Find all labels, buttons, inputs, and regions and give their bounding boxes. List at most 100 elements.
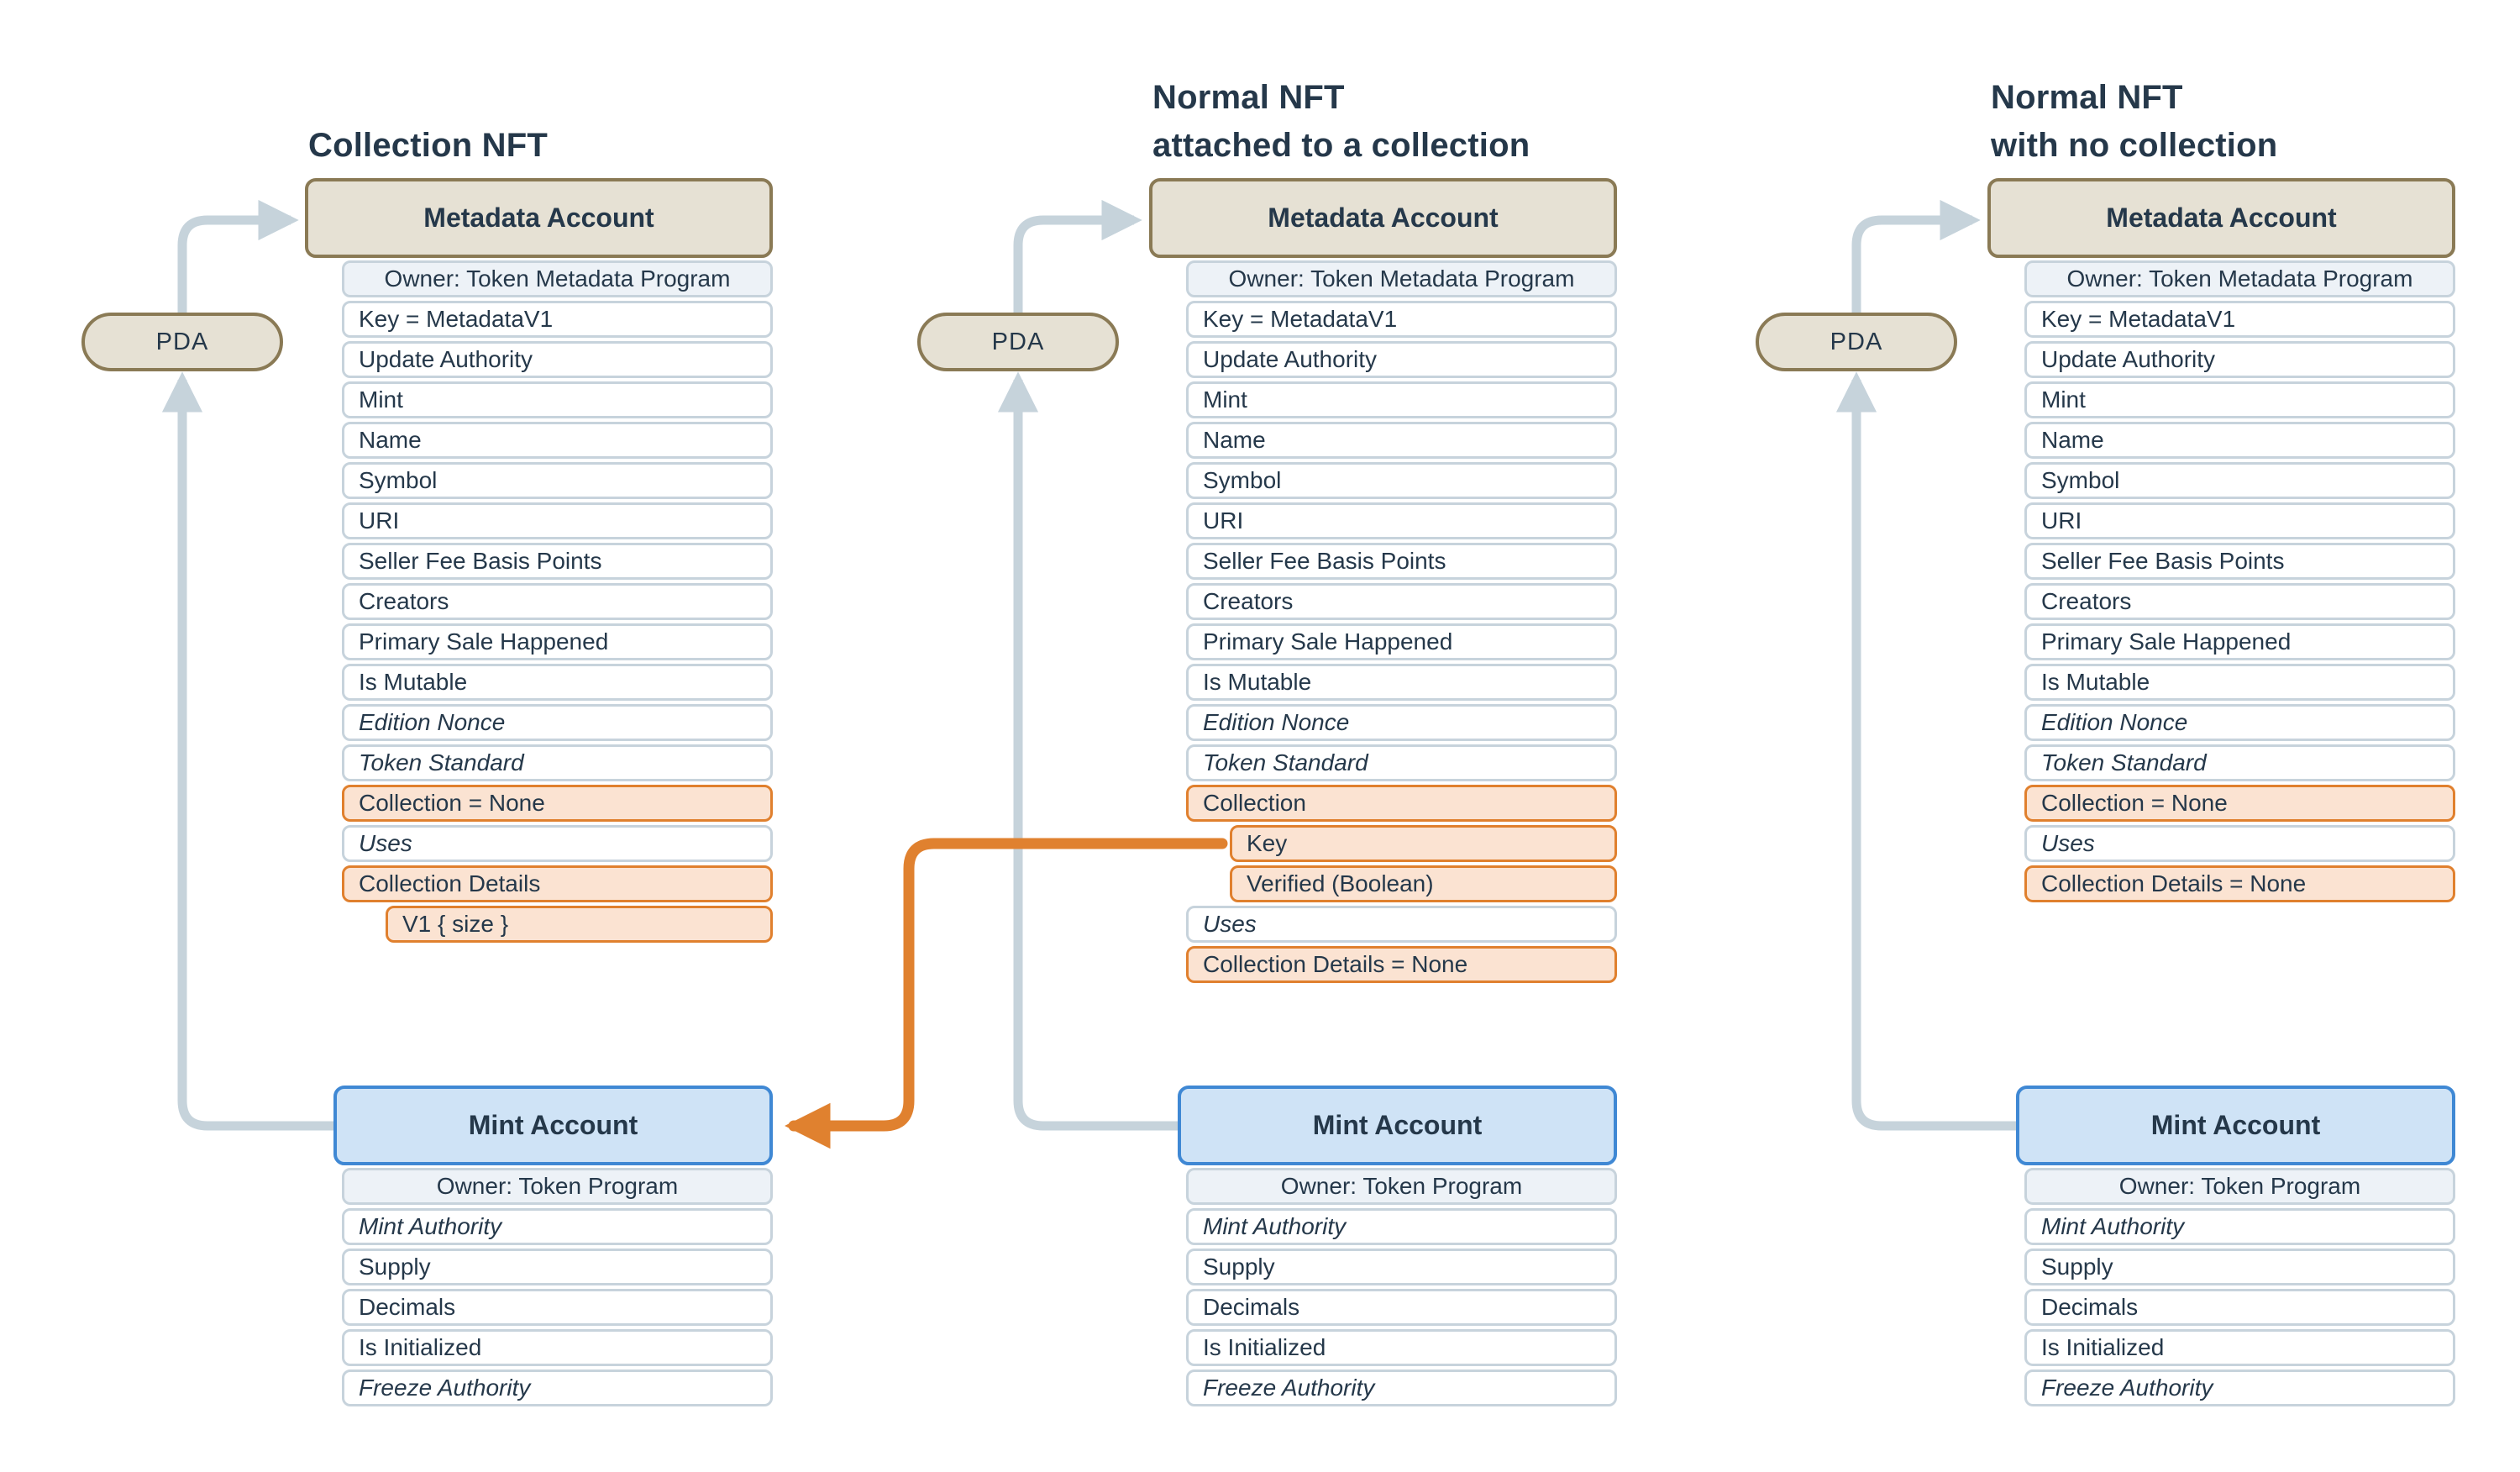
field-row: Key = MetadataV1 bbox=[2024, 301, 2455, 338]
mint-to-pda-arrow-col2 bbox=[997, 371, 1178, 1131]
field-row: Collection = None bbox=[342, 785, 773, 822]
field-row: Key = MetadataV1 bbox=[342, 301, 773, 338]
field-row: Is Initialized bbox=[2024, 1329, 2455, 1366]
owner-row-label: Owner: Token Program bbox=[436, 1173, 679, 1199]
field-row: Token Standard bbox=[1186, 744, 1617, 781]
mint-to-pda-arrow-col1 bbox=[161, 371, 333, 1131]
field-row: Freeze Authority bbox=[2024, 1369, 2455, 1406]
pda-pill: PDA bbox=[1756, 313, 1957, 371]
field-row-label: Key = MetadataV1 bbox=[2041, 306, 2236, 332]
field-row-label: Name bbox=[2041, 427, 2104, 453]
field-row-label: Decimals bbox=[359, 1294, 456, 1320]
field-row-label: URI bbox=[359, 507, 400, 534]
field-row: Edition Nonce bbox=[2024, 704, 2455, 741]
field-row-label: Mint Authority bbox=[359, 1213, 502, 1239]
field-row: Decimals bbox=[1186, 1289, 1617, 1326]
field-row: Supply bbox=[1186, 1249, 1617, 1285]
field-row-label: Primary Sale Happened bbox=[359, 628, 609, 655]
field-row: Seller Fee Basis Points bbox=[2024, 543, 2455, 580]
column-title-line: attached to a collection bbox=[1152, 127, 1530, 164]
field-row: Name bbox=[342, 422, 773, 459]
field-row-label: Supply bbox=[359, 1254, 431, 1280]
field-row: Supply bbox=[342, 1249, 773, 1285]
owner-row-label: Owner: Token Metadata Program bbox=[2066, 265, 2413, 292]
owner-row: Owner: Token Metadata Program bbox=[342, 260, 773, 297]
field-row: Symbol bbox=[342, 462, 773, 499]
mint-to-pda-arrow-col3 bbox=[1835, 371, 2016, 1131]
field-row: Creators bbox=[2024, 583, 2455, 620]
field-row-label: Symbol bbox=[359, 467, 438, 493]
field-row: Mint Authority bbox=[1186, 1208, 1617, 1245]
mint-account-header: Mint Account bbox=[333, 1086, 773, 1165]
field-row-label: Is Initialized bbox=[359, 1334, 482, 1360]
field-row: Collection Details = None bbox=[2024, 865, 2455, 902]
field-row: Primary Sale Happened bbox=[342, 623, 773, 660]
pda-to-metadata-arrow-col1 bbox=[177, 199, 299, 313]
field-row-label: Verified (Boolean) bbox=[1247, 870, 1434, 896]
collection-key-to-mint-arrow bbox=[785, 838, 1228, 1149]
field-row-label: Edition Nonce bbox=[2041, 709, 2188, 735]
field-row: Creators bbox=[342, 583, 773, 620]
field-row: Mint bbox=[1186, 381, 1617, 418]
field-row: Creators bbox=[1186, 583, 1617, 620]
field-row-label: Symbol bbox=[2041, 467, 2120, 493]
field-row: URI bbox=[2024, 502, 2455, 539]
field-row-label: Is Mutable bbox=[1203, 669, 1312, 695]
field-row-label: Freeze Authority bbox=[1203, 1375, 1375, 1401]
field-row: Is Mutable bbox=[1186, 664, 1617, 701]
pda-pill: PDA bbox=[917, 313, 1119, 371]
pda-to-metadata-arrow-col3 bbox=[1851, 199, 1981, 313]
field-row: Verified (Boolean) bbox=[1230, 865, 1617, 902]
field-row-label: Collection Details = None bbox=[1203, 951, 1468, 977]
owner-row-label: Owner: Token Program bbox=[1280, 1173, 1523, 1199]
field-row-label: Is Mutable bbox=[359, 669, 468, 695]
column-normal-nft-no-collection: Normal NFT with no collection Metadata A… bbox=[1987, 0, 2455, 1472]
field-row: Freeze Authority bbox=[1186, 1369, 1617, 1406]
field-row-label: Creators bbox=[1203, 588, 1294, 614]
field-row: Mint bbox=[2024, 381, 2455, 418]
field-row: Primary Sale Happened bbox=[1186, 623, 1617, 660]
field-row-label: Supply bbox=[1203, 1254, 1275, 1280]
field-row-label: Seller Fee Basis Points bbox=[359, 548, 602, 574]
field-row: Supply bbox=[2024, 1249, 2455, 1285]
field-row-label: Collection = None bbox=[359, 790, 545, 816]
field-row: Key bbox=[1230, 825, 1617, 862]
field-row-label: Mint bbox=[2041, 386, 2086, 413]
column-title-line: with no collection bbox=[1991, 127, 2278, 164]
field-row-label: Token Standard bbox=[1203, 749, 1368, 775]
pda-label: PDA bbox=[155, 328, 209, 355]
field-row: Uses bbox=[1186, 906, 1617, 943]
field-row-label: Uses bbox=[2041, 830, 2095, 856]
field-row-label: Creators bbox=[2041, 588, 2132, 614]
field-row-label: Token Standard bbox=[359, 749, 524, 775]
field-row: Collection = None bbox=[2024, 785, 2455, 822]
field-row: Collection Details = None bbox=[1186, 946, 1617, 983]
field-row: Symbol bbox=[2024, 462, 2455, 499]
field-row-label: Name bbox=[359, 427, 422, 453]
field-row-label: Collection Details bbox=[359, 870, 541, 896]
pda-to-metadata-arrow-col2 bbox=[1013, 199, 1142, 313]
field-row: Token Standard bbox=[342, 744, 773, 781]
field-row-label: Freeze Authority bbox=[359, 1375, 531, 1401]
field-row: Edition Nonce bbox=[1186, 704, 1617, 741]
owner-row-label: Owner: Token Metadata Program bbox=[384, 265, 731, 292]
field-row: Update Authority bbox=[1186, 341, 1617, 378]
field-row-label: Creators bbox=[359, 588, 449, 614]
field-row-label: Primary Sale Happened bbox=[2041, 628, 2292, 655]
field-row: Decimals bbox=[342, 1289, 773, 1326]
field-row-label: URI bbox=[2041, 507, 2082, 534]
field-row: Symbol bbox=[1186, 462, 1617, 499]
field-row-label: Mint bbox=[1203, 386, 1247, 413]
metadata-account-table: Owner: Token Metadata Program Key = Meta… bbox=[342, 260, 773, 946]
field-row-label: Decimals bbox=[1203, 1294, 1300, 1320]
field-row: Decimals bbox=[2024, 1289, 2455, 1326]
field-row-label: Collection bbox=[1203, 790, 1306, 816]
field-row: Name bbox=[2024, 422, 2455, 459]
field-row-label: Mint bbox=[359, 386, 403, 413]
